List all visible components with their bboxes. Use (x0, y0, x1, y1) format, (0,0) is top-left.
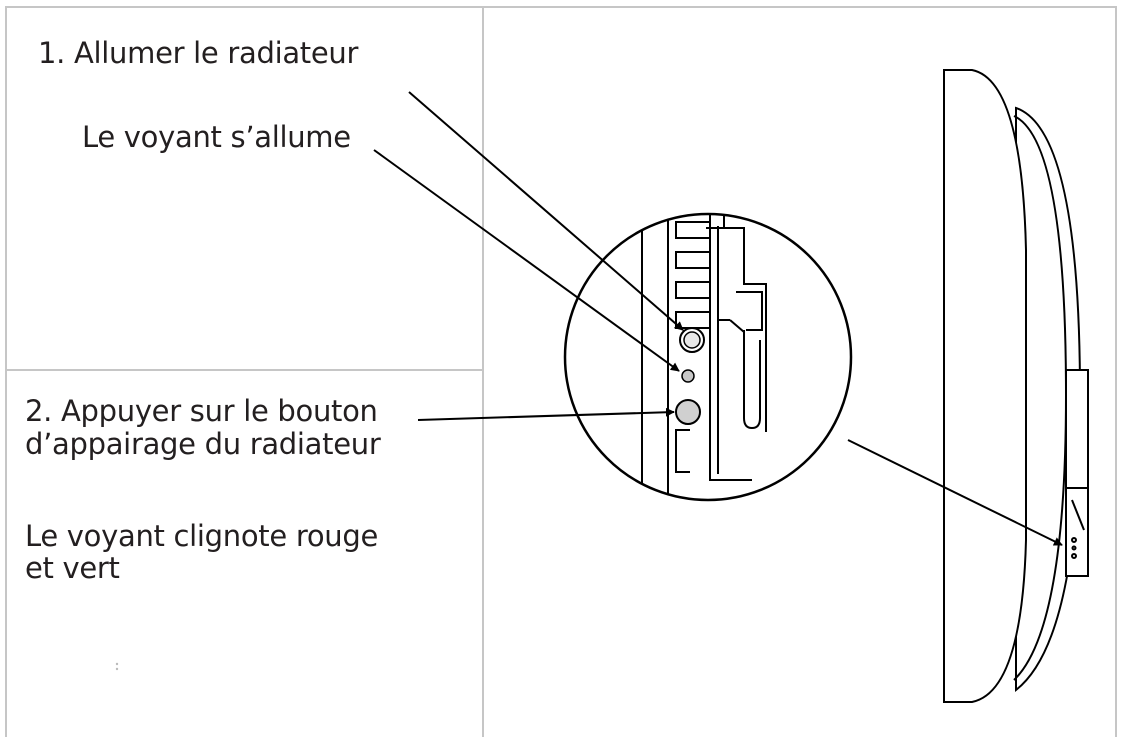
horizontal-divider (5, 369, 483, 371)
panel-edge (709, 214, 752, 481)
module-outline (724, 227, 767, 432)
mini-pair-button (1071, 553, 1077, 559)
panel-top-lip (706, 214, 725, 229)
fin (675, 311, 710, 329)
step2-title-line2: d’appairage du radiateur (25, 427, 381, 461)
arrow-to-status-led (373, 149, 680, 372)
mini-button (1071, 537, 1077, 543)
radiator-front-panel (943, 69, 1027, 703)
fin (675, 251, 710, 269)
step2-title-line1: 2. Appuyer sur le bouton (25, 394, 378, 428)
fin (675, 281, 710, 299)
step1-result: Le voyant s’allume (82, 120, 351, 154)
pairing-button (675, 399, 701, 425)
arrow-to-power-button (408, 91, 684, 331)
fin-lower (675, 429, 690, 473)
mini-led (1071, 545, 1077, 551)
stray-dot (115, 667, 119, 671)
step2-result-line2: et vert (25, 551, 120, 585)
stray-dot (115, 662, 119, 666)
clip-latch (743, 330, 761, 430)
bracket-detail (1071, 499, 1085, 531)
leader-lines (373, 91, 1063, 546)
outer-frame (5, 6, 1117, 737)
radiator-side-view (943, 69, 1089, 703)
zoom-circle (563, 212, 853, 502)
vertical-divider (482, 6, 484, 737)
status-led (681, 369, 695, 383)
step1-title: 1. Allumer le radiateur (38, 36, 359, 70)
power-button-inner (683, 331, 701, 349)
fin (675, 221, 710, 239)
step2-result-line1: Le voyant clignote rouge (25, 519, 378, 553)
radiator-connector (1065, 369, 1089, 491)
arrow-zoom-to-radiator (847, 439, 1063, 546)
arrow-to-pairing-button (417, 407, 675, 421)
zoom-detail (563, 212, 853, 502)
clip-bracket (736, 291, 763, 331)
radiator-control-bracket (1065, 487, 1089, 577)
clip-detail (729, 319, 745, 333)
